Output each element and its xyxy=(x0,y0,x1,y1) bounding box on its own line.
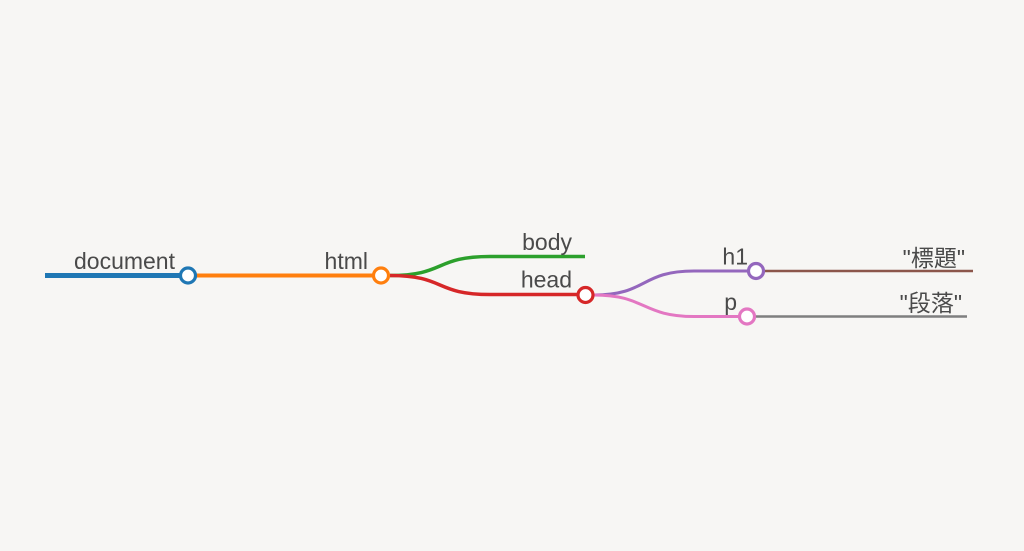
head-node-circle[interactable] xyxy=(576,285,595,305)
head-node-label: head xyxy=(521,267,572,293)
h1-node-label: h1 xyxy=(722,244,748,270)
h1-branch-line xyxy=(593,269,756,297)
p-value-label: "段落" xyxy=(900,290,962,316)
document-node-label: document xyxy=(74,248,176,274)
h1-value-label: "標題" xyxy=(903,245,965,271)
html-node-circle[interactable] xyxy=(371,266,391,285)
p-node-label: p xyxy=(724,289,737,315)
html-node-label: html xyxy=(325,248,368,274)
p-node-circle[interactable] xyxy=(737,307,757,326)
p-branch-line xyxy=(593,293,747,318)
document-node-circle[interactable] xyxy=(178,266,198,285)
h1-node-circle[interactable] xyxy=(746,261,766,281)
body-node-label: body xyxy=(522,229,572,255)
head-branch-line xyxy=(389,273,586,297)
